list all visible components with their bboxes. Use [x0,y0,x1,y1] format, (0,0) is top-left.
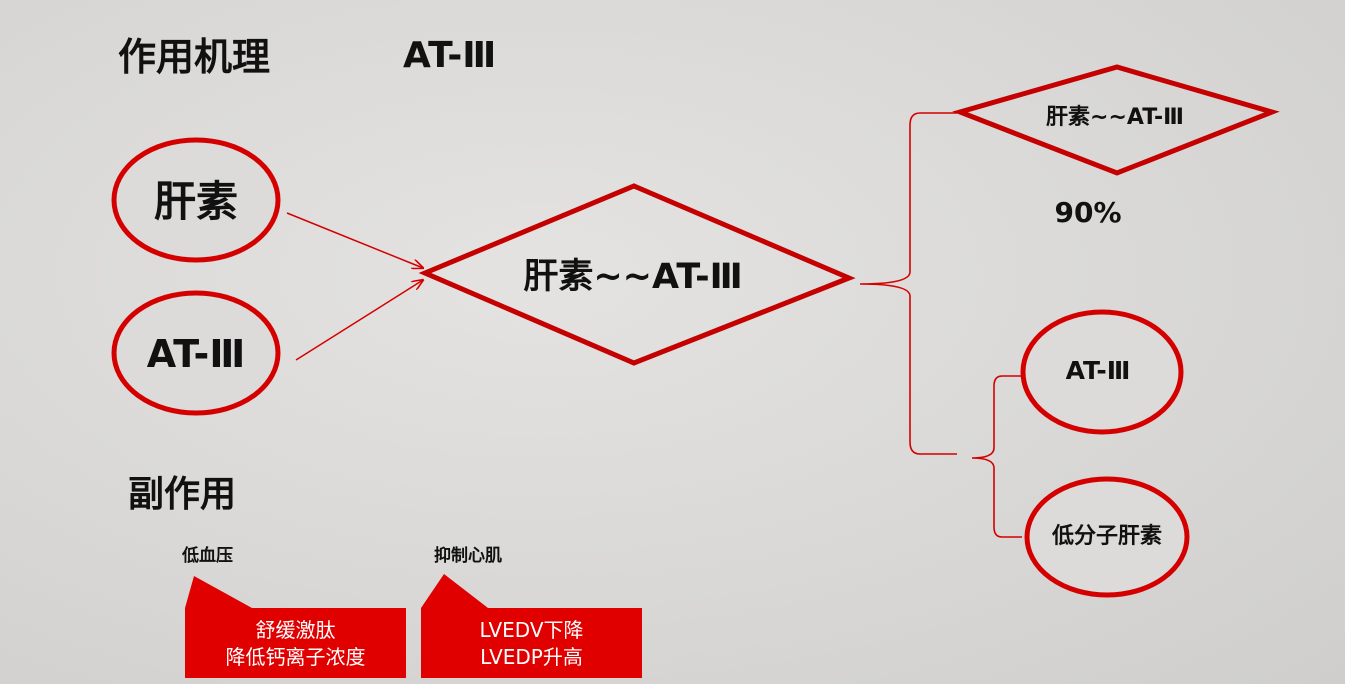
hypotension-label: 低血压 [182,546,233,566]
percent-label: 90% [1054,196,1121,229]
complex-small-node [952,64,1280,176]
complex-node [418,183,856,366]
right-brace [859,112,957,455]
complex-small-label: 肝素~~AT-Ⅲ [1046,104,1184,130]
page-subtitle: AT-Ⅲ [403,35,497,76]
callout-myocardial-shape [421,574,642,678]
callout-hypotension-line-1: 舒缓激肽 [255,618,336,642]
arrow-at3-to-complex [295,280,423,361]
lmwh-node [1024,476,1190,598]
myocardial-inhibition-label: 抑制心肌 [434,546,502,566]
callout-myocardial-line-2: LVEDP升高 [480,645,583,669]
at3-right-label: AT-Ⅲ [1066,356,1131,385]
heparin-label: 肝素 [154,177,238,226]
complex-label: 肝素~~AT-Ⅲ [523,257,742,297]
side-effects-title: 副作用 [128,474,237,515]
callout-hypotension-shape [185,576,406,678]
heparin-node [111,137,281,263]
page-title: 作用机理 [118,35,271,79]
lmwh-label: 低分子肝素 [1051,523,1162,549]
callout-myocardial-line-1: LVEDV下降 [479,618,584,642]
callout-myocardial: LVEDV下降 LVEDP升高 [421,613,642,675]
sub-brace [971,375,1022,538]
arrow-heparin-to-complex [286,212,423,268]
at3-label: AT-Ⅲ [147,332,246,376]
callout-hypotension: 舒缓激肽 降低钙离子浓度 [185,613,406,675]
at3-right-node [1020,309,1184,435]
callout-hypotension-line-2: 降低钙离子浓度 [225,645,366,669]
at3-node [111,290,281,416]
